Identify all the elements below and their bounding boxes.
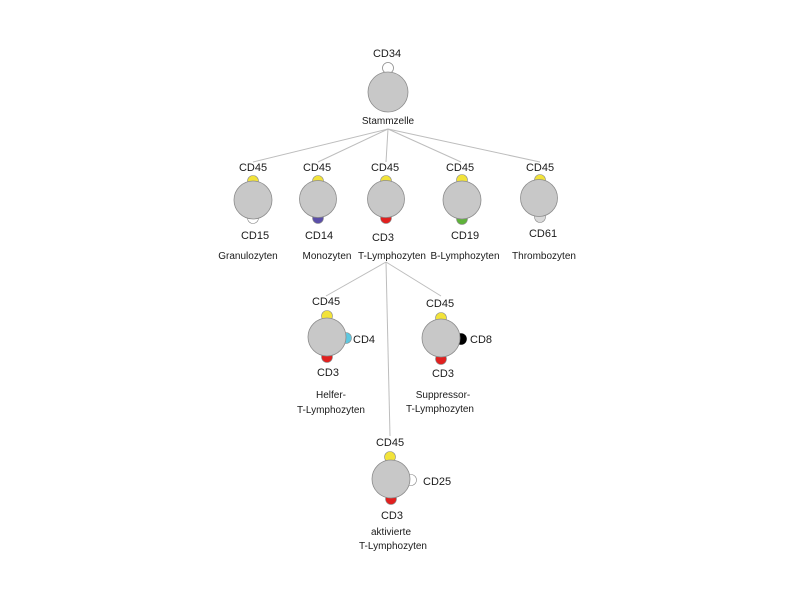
stem-cell-body [367, 71, 409, 113]
line-tlymph-activated [385, 261, 391, 437]
blymph-bottom-label: CD19 [451, 230, 479, 242]
helper-name-2: T-Lymphozyten [297, 405, 365, 416]
tlymph-name: T-Lymphozyten [358, 251, 426, 262]
stem-name: Stammzelle [362, 116, 415, 127]
activated-bottom-label: CD3 [381, 510, 403, 522]
line-stem-tlymph [385, 128, 389, 163]
connector-lines [252, 128, 541, 437]
suppressor-name-2: T-Lymphozyten [406, 404, 474, 415]
monocyte-body [299, 180, 337, 218]
activated-name-1: aktivierte [371, 527, 411, 538]
tlymph-body [367, 180, 405, 218]
blymph-body [442, 180, 482, 220]
thrombo-body [520, 179, 558, 217]
suppressor-side-label: CD8 [470, 334, 492, 346]
line-stem-thrombo [387, 128, 541, 163]
activated-top-label: CD45 [376, 437, 404, 449]
helper-side-label: CD4 [353, 334, 375, 346]
suppressor-bottom-label: CD3 [432, 368, 454, 380]
thrombo-cell: CD45 CD61 Thrombozyten [512, 162, 576, 262]
tlymph-top-label: CD45 [371, 162, 399, 174]
activated-side-label: CD25 [423, 476, 451, 488]
activated-name-2: T-Lymphozyten [359, 541, 427, 552]
thrombo-name: Thrombozyten [512, 251, 576, 262]
granulocyte-cell: CD45 CD15 Granulozyten [218, 162, 277, 262]
monocyte-bottom-label: CD14 [305, 230, 333, 242]
suppressor-top-label: CD45 [426, 298, 454, 310]
blymph-cell: CD45 CD19 B-Lymphozyten [430, 162, 499, 262]
stem-cell: CD34 Stammzelle [362, 48, 415, 127]
helper-cell: CD45 CD4 CD3 Helfer- T-Lymphozyten [297, 296, 375, 416]
activated-body [371, 459, 411, 499]
granulocyte-name: Granulozyten [218, 251, 277, 262]
granulocyte-top-label: CD45 [239, 162, 267, 174]
granulocyte-bottom-label: CD15 [241, 230, 269, 242]
blymph-name: B-Lymphozyten [430, 251, 499, 262]
suppressor-name-1: Suppressor- [416, 390, 470, 401]
tlymph-cell: CD45 CD3 T-Lymphozyten [358, 162, 426, 262]
monocyte-name: Monozyten [303, 251, 352, 262]
monocyte-top-label: CD45 [303, 162, 331, 174]
thrombo-bottom-label: CD61 [529, 228, 557, 240]
suppressor-cell: CD45 CD8 CD3 Suppressor- T-Lymphozyten [406, 298, 492, 415]
line-tlymph-suppressor [385, 261, 442, 297]
helper-name-1: Helfer- [316, 390, 346, 401]
line-stem-monocyte [317, 128, 389, 163]
monocyte-cell: CD45 CD14 Monozyten [299, 162, 352, 262]
thrombo-top-label: CD45 [526, 162, 554, 174]
line-stem-granulocyte [252, 128, 389, 163]
helper-bottom-label: CD3 [317, 367, 339, 379]
helper-top-label: CD45 [312, 296, 340, 308]
stem-marker-label: CD34 [373, 48, 401, 60]
granulocyte-body [233, 180, 273, 220]
helper-body [307, 317, 347, 357]
line-tlymph-helper [325, 261, 387, 297]
tlymph-bottom-label: CD3 [372, 232, 394, 244]
activated-cell: CD45 CD25 CD3 aktivierte T-Lymphozyten [359, 437, 451, 552]
line-stem-blymph [387, 128, 462, 163]
suppressor-body [421, 318, 461, 358]
blymph-top-label: CD45 [446, 162, 474, 174]
